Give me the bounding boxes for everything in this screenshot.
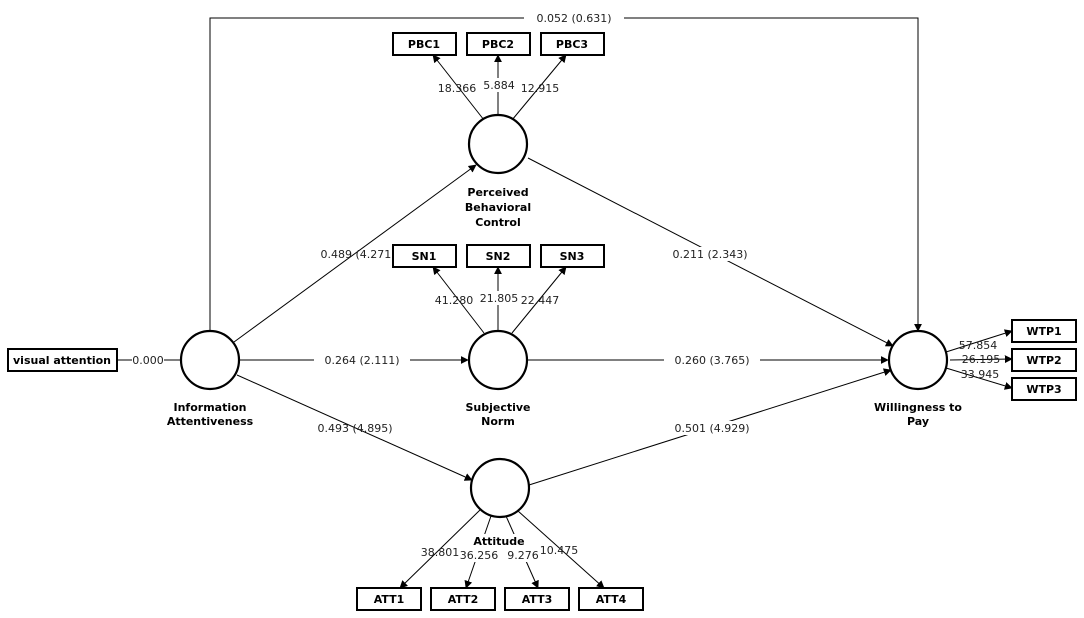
edge-ia-pbc bbox=[233, 164, 477, 343]
indicator-wtp1-label: WTP1 bbox=[1026, 325, 1061, 338]
loading-pbc1: 18.366 bbox=[438, 82, 477, 95]
indicator-wtp3-label: WTP3 bbox=[1026, 383, 1061, 396]
edge-sn-sn3 bbox=[511, 266, 567, 334]
construct-subjective-norm: Subjective Norm bbox=[465, 329, 531, 428]
construct-perceived-behavioral-control: Perceived Behavioral Control bbox=[465, 113, 531, 229]
indicator-wtp1: WTP1 bbox=[1011, 319, 1077, 343]
construct-ia-label-2: Attentiveness bbox=[167, 415, 254, 428]
indicator-att2-label: ATT2 bbox=[448, 593, 479, 606]
construct-wtp-label-2: Pay bbox=[907, 415, 929, 428]
indicator-sn3: SN3 bbox=[540, 244, 605, 268]
indicator-att4-label: ATT4 bbox=[596, 593, 627, 606]
indicator-sn2-label: SN2 bbox=[486, 250, 511, 263]
construct-information-attentiveness: Information Attentiveness bbox=[167, 329, 254, 428]
indicator-att4: ATT4 bbox=[578, 587, 644, 611]
loading-att1: 38.801 bbox=[421, 546, 460, 559]
edge-sn-sn1 bbox=[432, 266, 485, 334]
path-att-wtp-label: 0.501 (4.929) bbox=[674, 422, 749, 435]
indicator-sn3-label: SN3 bbox=[560, 250, 585, 263]
edge-att-att1 bbox=[399, 509, 481, 589]
loading-wtp3: 33.945 bbox=[961, 368, 1000, 381]
loading-sn1: 41.280 bbox=[435, 294, 474, 307]
indicator-pbc3: PBC3 bbox=[540, 32, 605, 56]
construct-ia-label-1: Information bbox=[174, 401, 247, 414]
loading-sn3: 22.447 bbox=[521, 294, 560, 307]
edge-ia-wtp bbox=[209, 17, 922, 332]
edge-att-att4 bbox=[517, 510, 605, 589]
construct-pbc-label-3: Control bbox=[475, 216, 520, 229]
path-pbc-wtp-label: 0.211 (2.343) bbox=[672, 248, 747, 261]
edge-pbc-pbc1 bbox=[432, 54, 485, 121]
construct-sn-label-1: Subjective bbox=[465, 401, 530, 414]
construct-attitude: Attitude bbox=[469, 457, 531, 548]
edge-wtp-wtp2 bbox=[949, 355, 1013, 364]
loading-visual-attention: 0.000 bbox=[132, 354, 164, 367]
indicator-visual-attention: visual attention bbox=[7, 348, 118, 372]
indicator-sn1-label: SN1 bbox=[412, 250, 437, 263]
path-ia-wtp-label: 0.052 (0.631) bbox=[536, 12, 611, 25]
loading-pbc3: 12.915 bbox=[521, 82, 560, 95]
path-ia-pbc-label: 0.489 (4.271) bbox=[320, 248, 395, 261]
construct-sn-label-2: Norm bbox=[481, 415, 515, 428]
construct-pbc-label-1: Perceived bbox=[467, 186, 528, 199]
path-ia-att-label: 0.493 (4.895) bbox=[317, 422, 392, 435]
indicator-sn1: SN1 bbox=[392, 244, 457, 268]
loading-sn2: 21.805 bbox=[480, 292, 519, 305]
path-sn-wtp-label: 0.260 (3.765) bbox=[674, 354, 749, 367]
loading-pbc2: 5.884 bbox=[483, 79, 515, 92]
loading-att3: 9.276 bbox=[507, 549, 539, 562]
indicator-pbc1-label: PBC1 bbox=[408, 38, 440, 51]
edge-pbc-pbc3 bbox=[511, 54, 567, 121]
indicator-visual-attention-label: visual attention bbox=[13, 354, 111, 367]
edge-wtp-wtp3 bbox=[945, 367, 1013, 390]
construct-willingness-to-pay: Willingness to Pay bbox=[874, 329, 962, 428]
indicator-pbc3-label: PBC3 bbox=[556, 38, 588, 51]
loading-att4: 10.475 bbox=[540, 544, 579, 557]
edge-ia-att bbox=[236, 374, 473, 481]
indicator-wtp2-label: WTP2 bbox=[1026, 354, 1061, 367]
indicator-wtp2: WTP2 bbox=[1011, 348, 1077, 372]
indicator-att3-label: ATT3 bbox=[522, 593, 553, 606]
path-ia-sn-label: 0.264 (2.111) bbox=[324, 354, 399, 367]
loading-wtp2: 26.195 bbox=[962, 353, 1001, 366]
indicator-att1-label: ATT1 bbox=[374, 593, 405, 606]
indicator-wtp3: WTP3 bbox=[1011, 377, 1077, 401]
indicator-pbc1: PBC1 bbox=[392, 32, 457, 56]
indicator-att3: ATT3 bbox=[504, 587, 570, 611]
indicator-sn2: SN2 bbox=[466, 244, 531, 268]
edge-wtp-wtp1 bbox=[945, 329, 1013, 353]
construct-pbc-label-2: Behavioral bbox=[465, 201, 531, 214]
indicator-att2: ATT2 bbox=[430, 587, 496, 611]
construct-att-label: Attitude bbox=[473, 535, 524, 548]
indicator-att1: ATT1 bbox=[356, 587, 422, 611]
indicator-pbc2: PBC2 bbox=[466, 32, 531, 56]
loading-wtp1: 57.854 bbox=[959, 339, 998, 352]
construct-wtp-label-1: Willingness to bbox=[874, 401, 962, 414]
indicator-pbc2-label: PBC2 bbox=[482, 38, 514, 51]
loading-att2: 36.256 bbox=[460, 549, 499, 562]
